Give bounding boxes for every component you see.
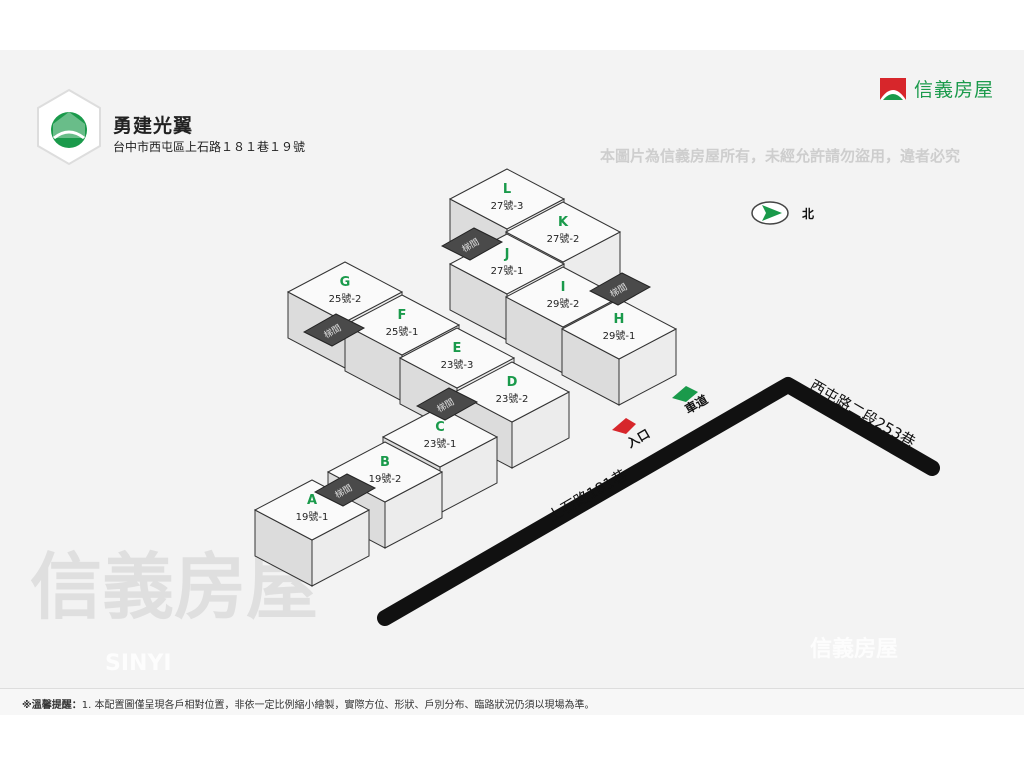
unit-letter: B [380, 455, 390, 470]
brand-name: 信義房屋 [914, 79, 995, 101]
road [377, 377, 940, 626]
unit-letter: E [453, 341, 462, 356]
unit-letter: I [561, 280, 566, 295]
stairwell-roof [415, 387, 479, 421]
unit-letter: D [507, 375, 518, 390]
footer-text: 1. 本配置圖僅呈現各戶相對位置，非依一定比例縮小繪製，實際方位、形狀、戶別分布… [81, 700, 595, 711]
unit-number: 23號-2 [496, 392, 529, 405]
unit-number: 27號-3 [491, 199, 524, 212]
north-label: 北 [802, 206, 814, 221]
footer-notice: ※溫馨提醒：1. 本配置圖僅呈現各戶相對位置，非依一定比例縮小繪製，實際方位、形… [0, 688, 1024, 715]
unit-roof [398, 327, 516, 389]
unit-letter: K [558, 215, 569, 230]
unit-roof [286, 261, 404, 323]
unit-h[interactable]: H 29號-1 [560, 298, 678, 406]
unit-number: 23號-3 [441, 358, 474, 371]
unit-roof [453, 361, 571, 423]
sinyi-logo-icon [880, 77, 906, 100]
unit-letter: L [503, 182, 511, 197]
watermark-sinyi-left: SINYI [105, 651, 172, 676]
site-plan-map: L 27號-3K 27號-2J 27號-1I 29號-2H 29號-1 G 25號-2F 25號… [253, 168, 940, 626]
unit-roof [504, 201, 622, 263]
unit-letter: C [435, 420, 445, 435]
stairwell: 梯間 [415, 387, 479, 421]
stairwell-roof [440, 227, 504, 261]
unit-letter: H [614, 312, 625, 327]
project-address: 台中市西屯區上石路１８１巷１９號 [113, 140, 306, 154]
unit-roof [560, 298, 678, 360]
unit-roof [343, 294, 461, 356]
unit-roof [381, 406, 499, 468]
watermark-notice: 本圖片為信義房屋所有，未經允許請勿盜用，違者必究 [600, 147, 961, 165]
stairwell: 梯間 [588, 272, 652, 306]
stairwell: 梯間 [302, 313, 366, 347]
watermark-brand-right: 信義房屋 [810, 637, 899, 662]
unit-number: 23號-1 [424, 437, 457, 450]
unit-number: 27號-1 [491, 264, 524, 277]
footer-prefix: ※溫馨提醒： [22, 700, 82, 711]
unit-number: 25號-1 [386, 325, 419, 338]
entrance-arrow-icon [612, 418, 636, 434]
stairwell: 梯間 [440, 227, 504, 261]
stairwell-roof [588, 272, 652, 306]
stairwell-roof [313, 473, 377, 507]
unit-roof [448, 168, 566, 230]
unit-number: 27號-2 [547, 232, 580, 245]
unit-number: 29號-2 [547, 297, 580, 310]
unit-number: 29號-1 [603, 329, 636, 342]
unit-letter: J [504, 247, 510, 262]
unit-number: 19號-1 [296, 510, 329, 523]
north-arrow-icon [762, 205, 782, 221]
stairwell-roof [302, 313, 366, 347]
unit-number: 25號-2 [329, 292, 362, 305]
project-logo [37, 88, 101, 166]
unit-number: 19號-2 [369, 472, 402, 485]
unit-letter: G [340, 275, 351, 290]
brand-logo: 信義房屋 [880, 75, 994, 102]
stairwell: 梯間 [313, 473, 377, 507]
unit-letter: F [398, 308, 407, 323]
driveway-arrow-icon [672, 386, 698, 402]
road-label-main: 上石路181巷 [545, 466, 631, 526]
unit-letter: A [307, 493, 317, 508]
project-name: 勇建光翼 [113, 115, 194, 137]
